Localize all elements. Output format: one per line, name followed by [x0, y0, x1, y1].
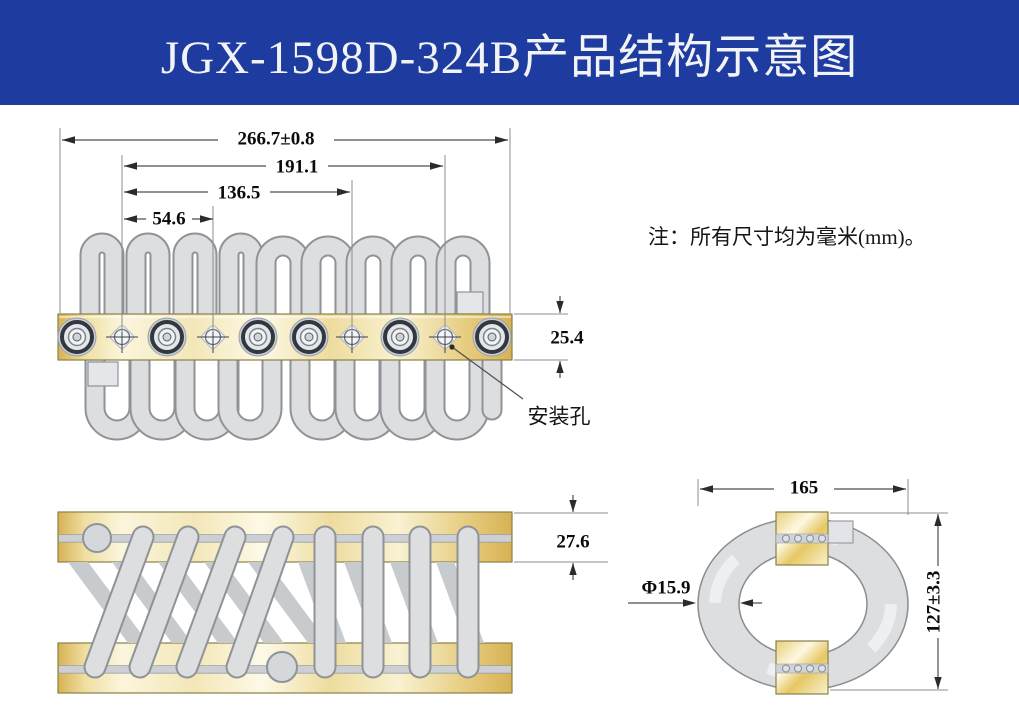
units-note: 注：所有尺寸均为毫米(mm)。 [648, 225, 926, 249]
dim-rope-diameter: Φ15.9 [641, 577, 691, 599]
dim-overall-length: 266.7±0.8 [237, 128, 315, 150]
dim-loop-height: 127±3.3 [923, 570, 945, 634]
dim-hole-span-outer: 191.1 [275, 156, 319, 178]
end-view-drawing [697, 511, 909, 695]
dimension-lines [59, 128, 948, 691]
dim-hole-span-mid: 136.5 [217, 182, 261, 204]
dim-hole-pitch: 54.6 [152, 208, 186, 230]
coil-spring-top [88, 243, 492, 430]
rope-end-circle-bottom [266, 651, 298, 683]
rope-end-tab-top [456, 291, 484, 315]
dim-loop-width: 165 [789, 477, 819, 499]
coil-front-strands [82, 523, 468, 683]
bottom-clamp-block [775, 640, 829, 695]
dim-bar-width: 25.4 [550, 327, 584, 349]
title-banner: JGX-1598D-324B产品结构示意图 [0, 0, 1019, 105]
rope-end-circle-top [82, 523, 112, 553]
dim-plate-thickness: 27.6 [556, 531, 590, 553]
page-title: JGX-1598D-324B产品结构示意图 [160, 32, 859, 84]
rope-end-tab-bottom [87, 361, 119, 387]
top-view-drawing [56, 243, 513, 430]
side-view-drawing [57, 511, 513, 694]
rope-end-tab-side [826, 520, 854, 544]
mounting-hole-leader-line [451, 346, 524, 400]
mounting-hole-label: 安装孔 [527, 404, 591, 429]
top-clamp-block [775, 511, 829, 566]
